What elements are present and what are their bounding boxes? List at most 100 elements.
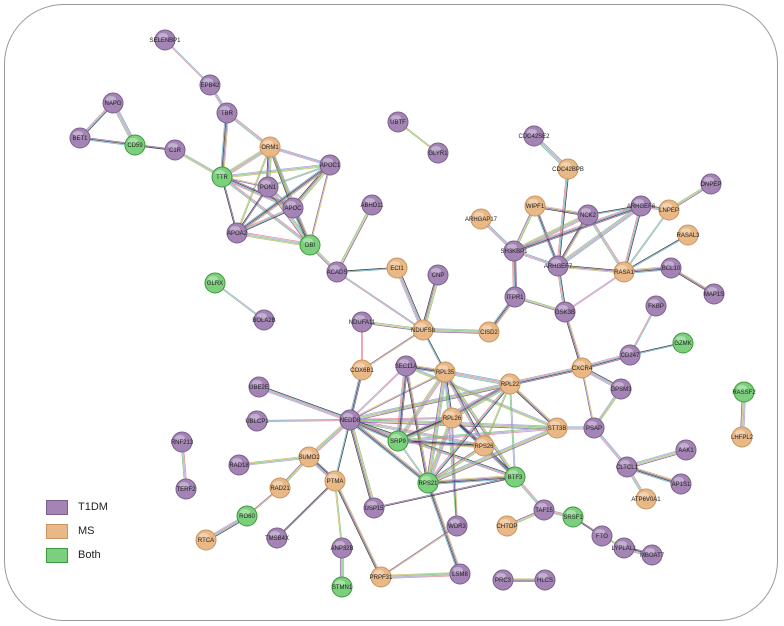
- node-circle[interactable]: [533, 499, 555, 521]
- node-circle[interactable]: [616, 456, 638, 478]
- node-circle[interactable]: [672, 332, 694, 354]
- node-rtca[interactable]: RTCA: [195, 529, 217, 551]
- node-rnf213[interactable]: RNF213: [171, 431, 194, 453]
- node-circle[interactable]: [331, 576, 353, 598]
- node-itpr1[interactable]: ITPR1: [504, 286, 526, 308]
- node-wdr3[interactable]: WDR3: [446, 515, 468, 537]
- node-sh3kbp1[interactable]: SH3KBP1: [500, 240, 528, 262]
- node-rasal3[interactable]: RASAL3: [676, 224, 700, 246]
- node-lsm8[interactable]: LSM8: [449, 563, 471, 585]
- node-lnpep[interactable]: LNPEP: [658, 199, 680, 221]
- node-ube2e[interactable]: UBE2E: [248, 376, 270, 398]
- node-dnpep[interactable]: DNPEP: [700, 173, 722, 195]
- node-ptma[interactable]: PTMA: [324, 470, 346, 492]
- node-circle[interactable]: [387, 111, 409, 133]
- node-apoc[interactable]: APOC: [282, 197, 304, 219]
- node-circle[interactable]: [700, 173, 722, 195]
- node-terf2[interactable]: TERF2: [175, 478, 197, 500]
- node-gzmk[interactable]: GZMK: [672, 332, 694, 354]
- node-circle[interactable]: [591, 525, 613, 547]
- node-circle[interactable]: [351, 311, 373, 333]
- node-circle[interactable]: [635, 488, 657, 510]
- node-taf15[interactable]: TAF15: [533, 499, 555, 521]
- node-circle[interactable]: [282, 197, 304, 219]
- node-circle[interactable]: [427, 264, 449, 286]
- node-dbi[interactable]: DBI: [299, 234, 321, 256]
- node-c1r[interactable]: C1R: [164, 139, 186, 161]
- node-bola2b[interactable]: BOLA2B: [252, 309, 276, 331]
- node-circle[interactable]: [266, 527, 288, 549]
- node-circle[interactable]: [370, 566, 392, 588]
- node-fto[interactable]: FTO: [591, 525, 613, 547]
- node-circle[interactable]: [434, 361, 456, 383]
- node-arhgef7[interactable]: ARHGEF7: [544, 255, 573, 277]
- node-circle[interactable]: [619, 344, 641, 366]
- node-circle[interactable]: [613, 537, 635, 559]
- node-circle[interactable]: [478, 321, 500, 343]
- node-sec11a[interactable]: SEC11A: [395, 355, 418, 377]
- node-circle[interactable]: [195, 529, 217, 551]
- node-ndufs8[interactable]: NDUFS8: [411, 319, 436, 341]
- node-circle[interactable]: [324, 470, 346, 492]
- node-glrx[interactable]: GLRX: [204, 272, 226, 294]
- node-circle[interactable]: [630, 195, 652, 217]
- node-circle[interactable]: [547, 255, 569, 277]
- node-bcl10[interactable]: BCL10: [660, 257, 682, 279]
- node-ubtf[interactable]: UBTF: [387, 111, 409, 133]
- node-mboat7[interactable]: MBOAT7: [640, 544, 665, 566]
- node-rad21[interactable]: RAD21: [269, 477, 291, 499]
- node-map1s[interactable]: MAP1S: [703, 283, 725, 305]
- node-circle[interactable]: [326, 261, 348, 283]
- node-rpl22[interactable]: RPL22: [499, 373, 521, 395]
- node-circle[interactable]: [226, 222, 248, 244]
- node-circle[interactable]: [534, 569, 556, 591]
- node-ttr[interactable]: TTR: [211, 166, 233, 188]
- node-circle[interactable]: [733, 381, 755, 403]
- node-cdc42bpb[interactable]: CDC42BPB: [552, 158, 584, 180]
- node-circle[interactable]: [470, 208, 492, 230]
- node-ndufa11[interactable]: NDUFA11: [349, 311, 376, 333]
- node-circle[interactable]: [523, 125, 545, 147]
- node-circle[interactable]: [449, 563, 471, 585]
- node-aak1[interactable]: AAK1: [675, 439, 697, 461]
- node-circle[interactable]: [124, 134, 146, 156]
- node-fkbp[interactable]: FKBP: [645, 295, 667, 317]
- node-circle[interactable]: [677, 224, 699, 246]
- node-rps26[interactable]: RPS26: [473, 435, 495, 457]
- node-circle[interactable]: [503, 240, 525, 262]
- node-glyr1[interactable]: GLYR1: [427, 142, 449, 164]
- node-circle[interactable]: [211, 166, 233, 188]
- node-prpf31[interactable]: PRPF31: [370, 566, 393, 588]
- node-circle[interactable]: [577, 204, 599, 226]
- node-atp6v0a1[interactable]: ATP6V0A1: [631, 488, 661, 510]
- node-circle[interactable]: [412, 319, 434, 341]
- node-stmn1[interactable]: STMN1: [331, 576, 353, 598]
- node-cnp[interactable]: CNP: [427, 264, 449, 286]
- node-circle[interactable]: [546, 417, 568, 439]
- node-srp9[interactable]: SRP9: [387, 430, 409, 452]
- node-circle[interactable]: [228, 454, 250, 476]
- node-circle[interactable]: [703, 283, 725, 305]
- node-cd247[interactable]: CD247: [619, 344, 641, 366]
- node-apoa2[interactable]: APOA2: [226, 222, 248, 244]
- node-circle[interactable]: [253, 309, 275, 331]
- node-circle[interactable]: [204, 272, 226, 294]
- node-rad18[interactable]: RAD18: [228, 454, 250, 476]
- node-selenbp1[interactable]: SELENBP1: [149, 29, 181, 51]
- node-napg[interactable]: NAPG: [102, 92, 124, 114]
- node-nedd8[interactable]: NEDD8: [339, 409, 361, 431]
- node-circle[interactable]: [298, 446, 320, 468]
- node-circle[interactable]: [154, 29, 176, 51]
- node-circle[interactable]: [496, 515, 518, 537]
- node-circle[interactable]: [199, 74, 221, 96]
- node-lyplal1[interactable]: LYPLAL1: [612, 537, 638, 559]
- node-circle[interactable]: [492, 569, 514, 591]
- node-circle[interactable]: [175, 478, 197, 500]
- node-circle[interactable]: [645, 295, 667, 317]
- node-sumo2[interactable]: SUMO2: [298, 446, 320, 468]
- node-circle[interactable]: [613, 261, 635, 283]
- node-circle[interactable]: [499, 373, 521, 395]
- node-cd59[interactable]: CD59: [124, 134, 146, 156]
- node-circle[interactable]: [504, 286, 526, 308]
- node-circle[interactable]: [171, 431, 193, 453]
